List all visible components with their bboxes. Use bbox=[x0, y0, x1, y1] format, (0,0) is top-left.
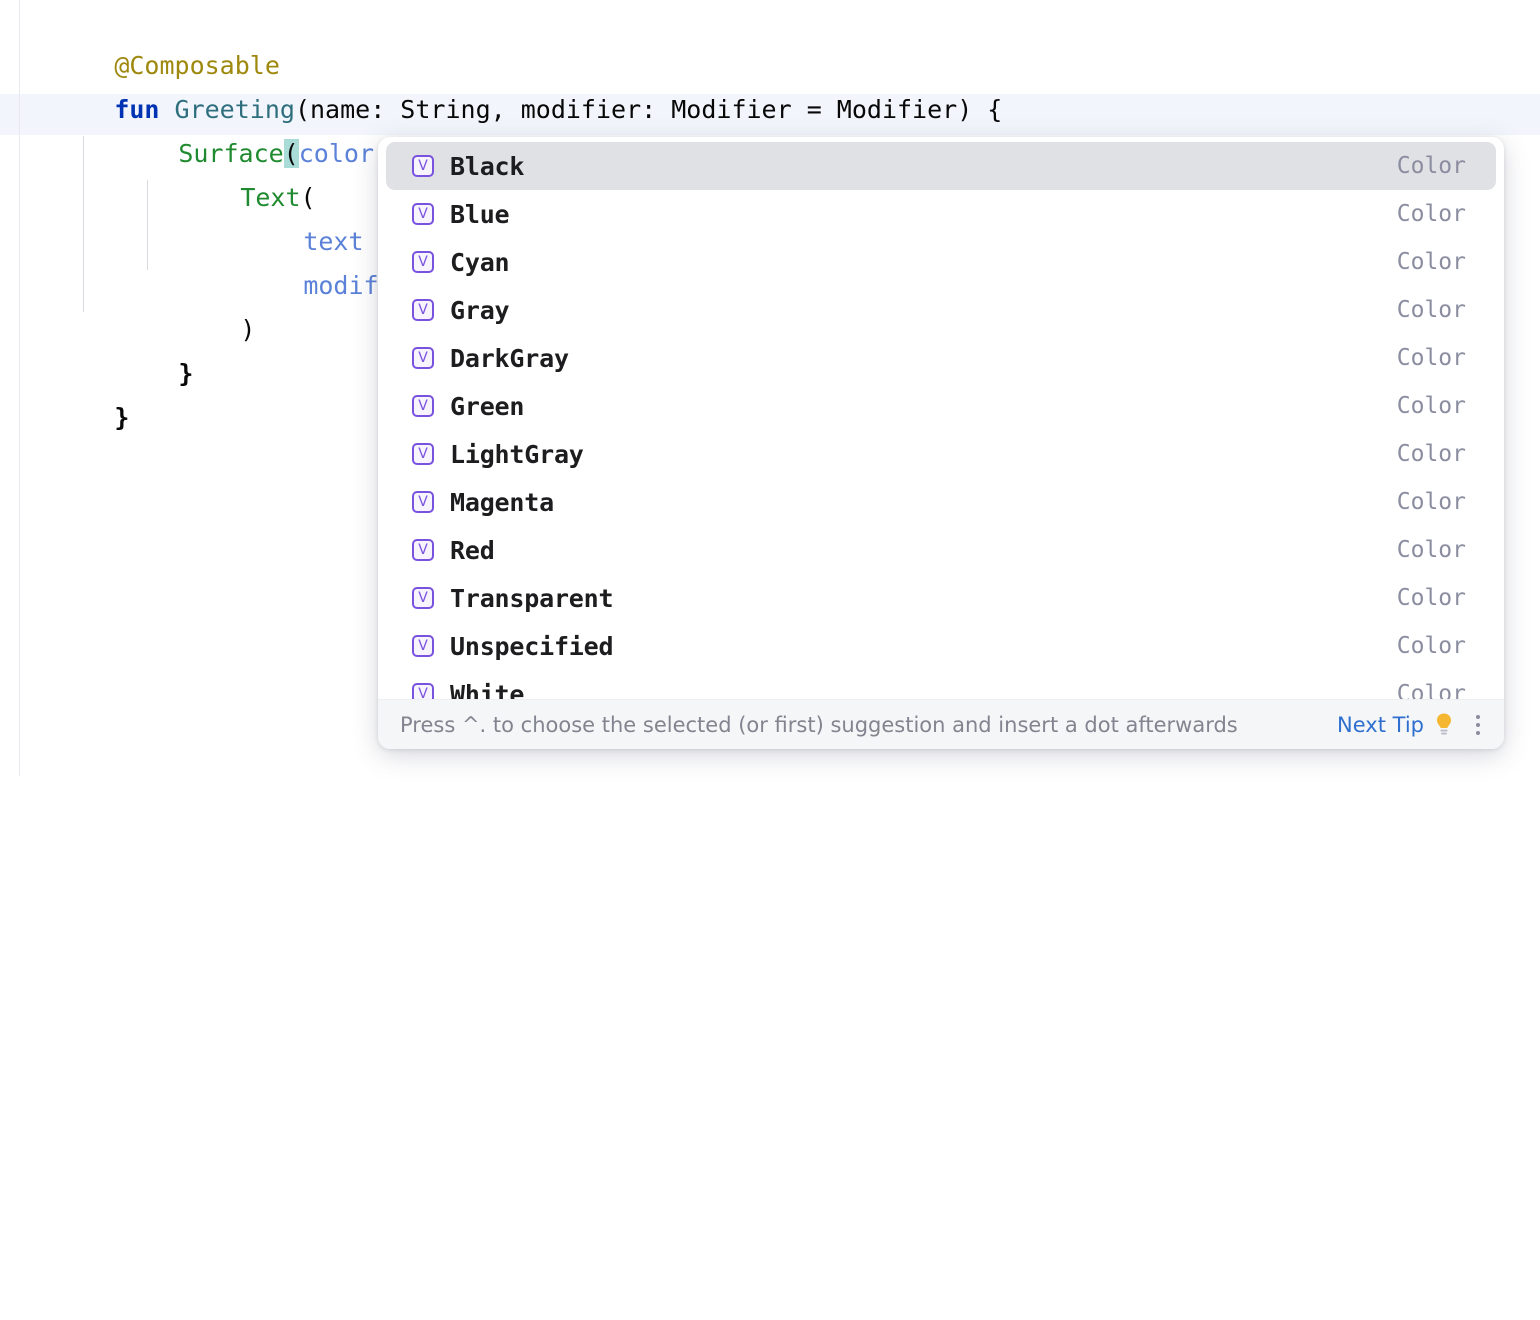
tip-bar: Press ^. to choose the selected (or firs… bbox=[378, 699, 1504, 749]
completion-item-type: Color bbox=[1396, 633, 1466, 659]
indent-guide bbox=[147, 180, 148, 270]
code-line: } bbox=[24, 352, 129, 432]
code-line: @Composable bbox=[24, 0, 280, 80]
code-line-current: Surface(color = Color.) { bbox=[88, 88, 555, 168]
completion-item-red[interactable]: V Red Color bbox=[386, 526, 1496, 574]
code-token-annotation: @Composable bbox=[114, 51, 280, 80]
code-line: } bbox=[88, 308, 193, 388]
kebab-menu-icon[interactable] bbox=[1476, 713, 1482, 737]
code-token-parameter: text bbox=[303, 227, 364, 256]
code-token-parameter: color bbox=[298, 139, 374, 168]
completion-item-label: Black bbox=[450, 151, 525, 181]
completion-item-type: Color bbox=[1396, 153, 1466, 179]
code-token-signature: (name: String, modifier: Modifier = Modi… bbox=[294, 95, 1003, 124]
lightbulb-icon bbox=[1434, 712, 1454, 738]
completion-item-black[interactable]: V Black Color bbox=[386, 142, 1496, 190]
value-icon: V bbox=[412, 539, 434, 561]
completion-item-label: Red bbox=[450, 535, 495, 565]
code-token-open-paren: ( bbox=[300, 183, 316, 212]
completion-item-label: Magenta bbox=[450, 487, 554, 517]
editor-gutter-divider bbox=[19, 0, 20, 776]
value-icon: V bbox=[412, 155, 434, 177]
completion-item-unspecified[interactable]: V Unspecified Color bbox=[386, 622, 1496, 670]
completion-item-type: Color bbox=[1396, 585, 1466, 611]
completion-item-label: Gray bbox=[450, 295, 510, 325]
tip-text: Press ^. to choose the selected (or firs… bbox=[400, 712, 1238, 737]
completion-item-label: DarkGray bbox=[450, 343, 569, 373]
code-token-function-name: Greeting bbox=[174, 95, 295, 124]
completion-item-white[interactable]: V White Color bbox=[386, 670, 1496, 699]
completion-item-type: Color bbox=[1396, 297, 1466, 323]
value-icon: V bbox=[412, 395, 434, 417]
completion-item-blue[interactable]: V Blue Color bbox=[386, 190, 1496, 238]
completion-item-cyan[interactable]: V Cyan Color bbox=[386, 238, 1496, 286]
completion-item-label: White bbox=[450, 679, 525, 700]
value-icon: V bbox=[412, 635, 434, 657]
indent-guide bbox=[83, 136, 84, 312]
completion-item-label: LightGray bbox=[450, 439, 584, 469]
code-token-close-paren: ) bbox=[240, 315, 256, 344]
code-token-close-brace: } bbox=[114, 403, 130, 432]
next-tip-link[interactable]: Next Tip bbox=[1337, 712, 1424, 737]
completion-item-transparent[interactable]: V Transparent Color bbox=[386, 574, 1496, 622]
completion-item-label: Green bbox=[450, 391, 525, 421]
completion-item-label: Blue bbox=[450, 199, 510, 229]
completion-item-label: Unspecified bbox=[450, 631, 614, 661]
code-token-close-brace: } bbox=[178, 359, 194, 388]
value-icon: V bbox=[412, 347, 434, 369]
code-token-open-paren: ( bbox=[283, 139, 299, 168]
completion-item-type: Color bbox=[1396, 681, 1466, 699]
value-icon: V bbox=[412, 251, 434, 273]
completion-item-green[interactable]: V Green Color bbox=[386, 382, 1496, 430]
completion-item-lightgray[interactable]: V LightGray Color bbox=[386, 430, 1496, 478]
value-icon: V bbox=[412, 203, 434, 225]
code-line: ) bbox=[150, 264, 255, 344]
completion-item-type: Color bbox=[1396, 201, 1466, 227]
value-icon: V bbox=[412, 299, 434, 321]
completion-item-magenta[interactable]: V Magenta Color bbox=[386, 478, 1496, 526]
code-line: fun Greeting(name: String, modifier: Mod… bbox=[24, 44, 1002, 124]
completion-item-type: Color bbox=[1396, 441, 1466, 467]
code-token-function-call: Surface bbox=[178, 139, 284, 168]
completion-item-type: Color bbox=[1396, 537, 1466, 563]
completion-item-type: Color bbox=[1396, 489, 1466, 515]
current-line-highlight bbox=[0, 94, 1540, 135]
code-token-function-call: Text bbox=[240, 183, 301, 212]
completion-item-gray[interactable]: V Gray Color bbox=[386, 286, 1496, 334]
completion-item-type: Color bbox=[1396, 249, 1466, 275]
value-icon: V bbox=[412, 587, 434, 609]
value-icon: V bbox=[412, 443, 434, 465]
value-icon: V bbox=[412, 491, 434, 513]
code-line: Text( bbox=[150, 132, 315, 212]
value-icon: V bbox=[412, 683, 434, 699]
completion-item-darkgray[interactable]: V DarkGray Color bbox=[386, 334, 1496, 382]
completion-item-type: Color bbox=[1396, 345, 1466, 371]
completion-item-type: Color bbox=[1396, 393, 1466, 419]
code-token-keyword: fun bbox=[114, 95, 175, 124]
completion-item-label: Cyan bbox=[450, 247, 510, 277]
completion-item-label: Transparent bbox=[450, 583, 614, 613]
